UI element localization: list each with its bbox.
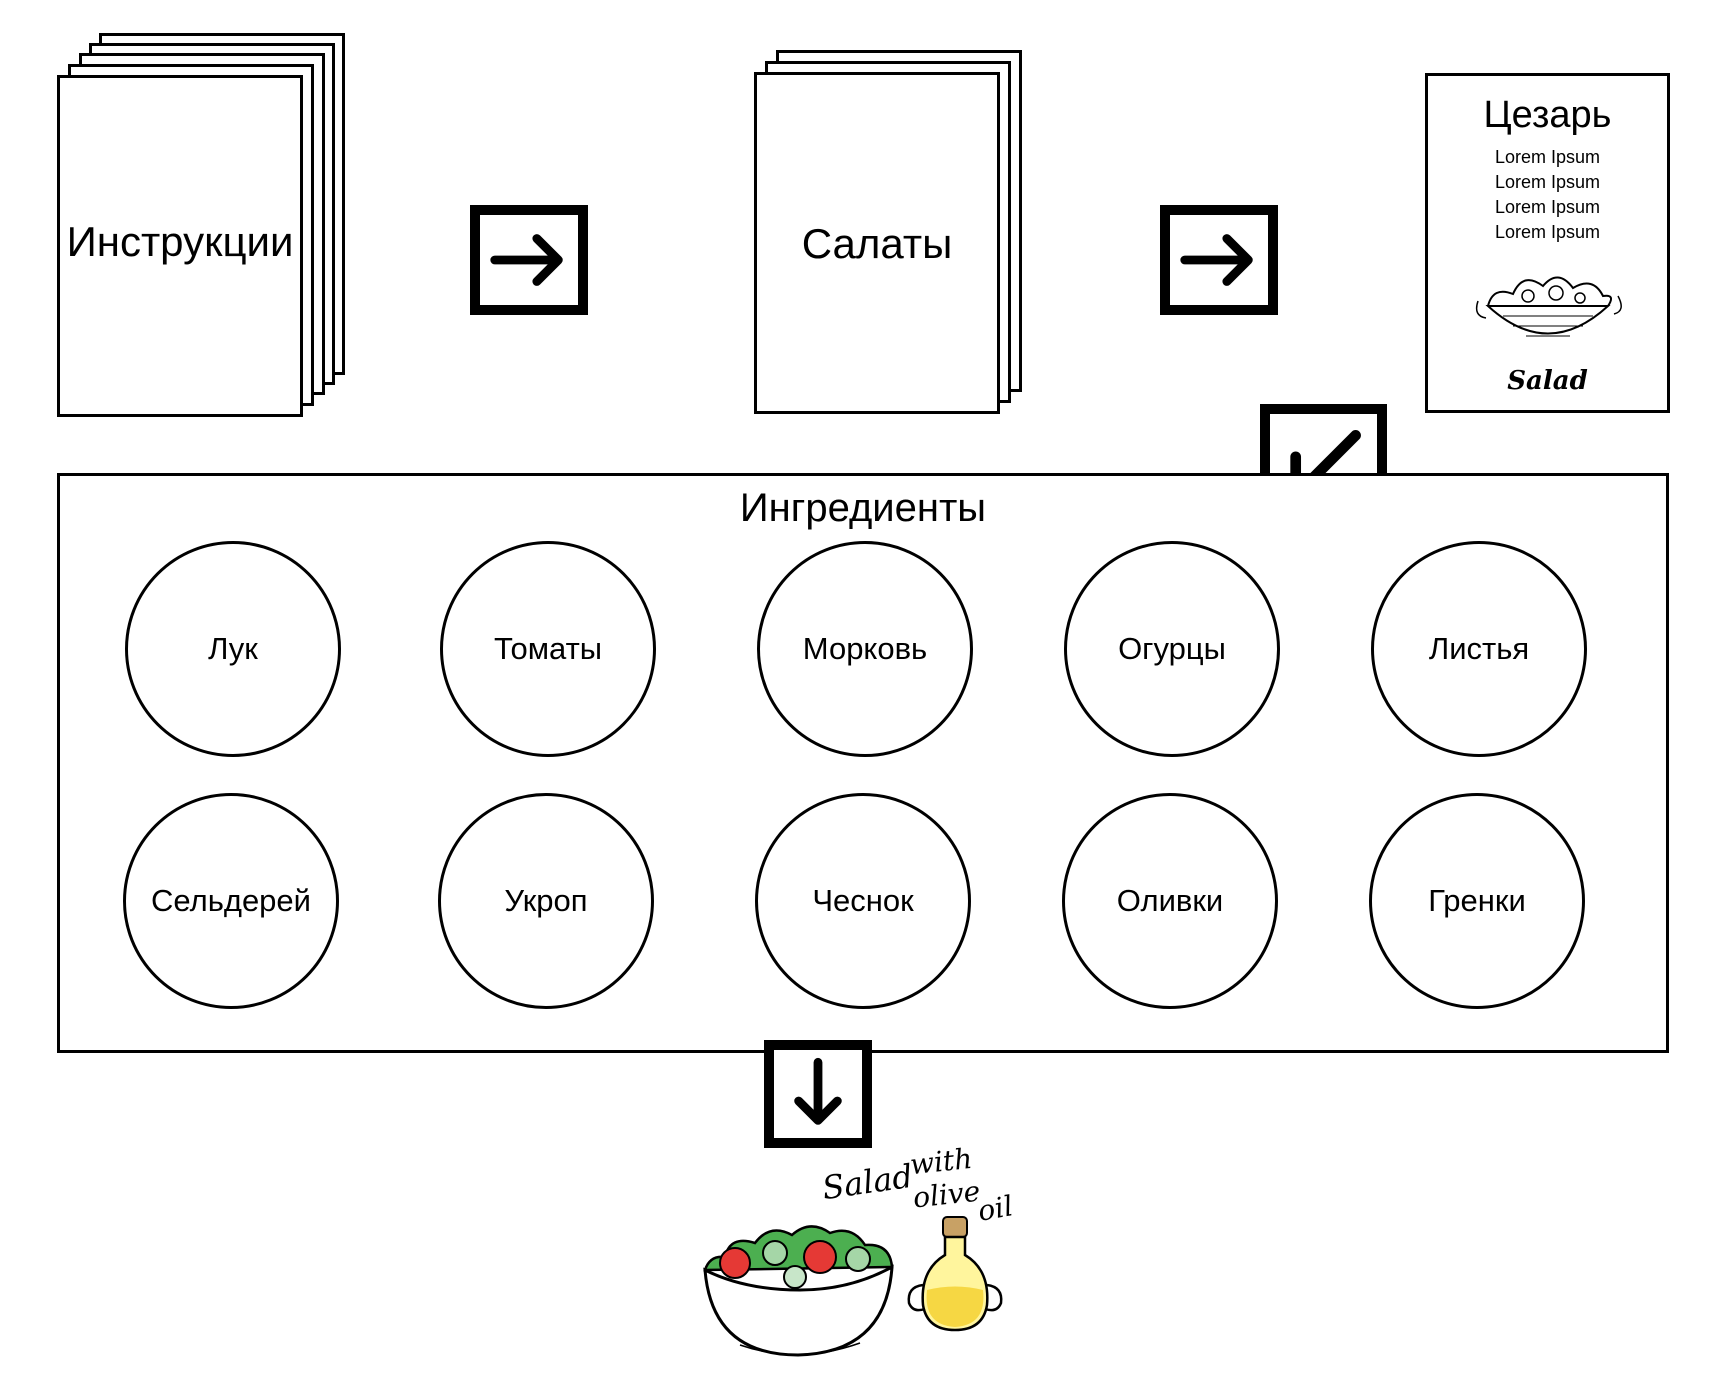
salad-bowl-sketch-icon [1475, 276, 1622, 337]
recipe-card-line: Lorem Ipsum [1494, 222, 1601, 242]
arrow-right-icon [490, 234, 563, 286]
salads-label: Салаты [801, 220, 953, 267]
instructions-sheet-front[interactable]: Инструкции [57, 75, 303, 417]
result-caption-olive: olive [911, 1174, 982, 1215]
instructions-label: Инструкции [66, 218, 294, 265]
ingredient-carrot[interactable]: Морковь [757, 541, 973, 757]
ingredient-olives[interactable]: Оливки [1062, 793, 1278, 1009]
ingredient-croutons[interactable]: Гренки [1369, 793, 1585, 1009]
ingredient-celery[interactable]: Сельдерей [123, 793, 339, 1009]
recipe-card-title: Цезарь [1483, 94, 1612, 136]
ingredient-tomatoes[interactable]: Томаты [440, 541, 656, 757]
recipe-card-caesar[interactable]: Цезарь Lorem Ipsum Lorem Ipsum Lorem Ips… [1425, 73, 1670, 413]
salads-stack: Салаты [754, 50, 1024, 415]
ingredient-cucumbers[interactable]: Огурцы [1064, 541, 1280, 757]
arrow-right-2 [1160, 205, 1278, 315]
recipe-card-line: Lorem Ipsum [1494, 147, 1601, 167]
result-caption-salad: Salad [819, 1156, 915, 1208]
ingredient-onion[interactable]: Лук [125, 541, 341, 757]
ingredient-leaves[interactable]: Листья [1371, 541, 1587, 757]
ingredients-title: Ингредиенты [739, 486, 987, 530]
arrow-down [764, 1040, 872, 1148]
recipe-card-image-caption: Salad [1507, 366, 1588, 396]
ingredients-panel: Ингредиенты Лук Томаты Морковь Огурцы Ли… [57, 473, 1669, 1053]
ingredient-garlic[interactable]: Чеснок [755, 793, 971, 1009]
arrow-down-icon [794, 1057, 842, 1125]
olive-oil-bottle-icon [907, 1216, 1003, 1332]
recipe-card-line: Lorem Ipsum [1494, 172, 1601, 192]
arrow-right-icon [1180, 234, 1253, 286]
recipe-card-line: Lorem Ipsum [1494, 197, 1601, 217]
salads-sheet-front[interactable]: Салаты [754, 72, 1000, 414]
recipe-card-text: Lorem Ipsum Lorem Ipsum Lorem Ipsum Lore… [1428, 145, 1667, 245]
result-caption-oil: oil [975, 1189, 1016, 1228]
salad-bowl-icon [703, 1225, 894, 1357]
ingredient-dill[interactable]: Укроп [438, 793, 654, 1009]
instructions-stack: Инструкции [57, 33, 347, 418]
arrow-right-1 [470, 205, 588, 315]
